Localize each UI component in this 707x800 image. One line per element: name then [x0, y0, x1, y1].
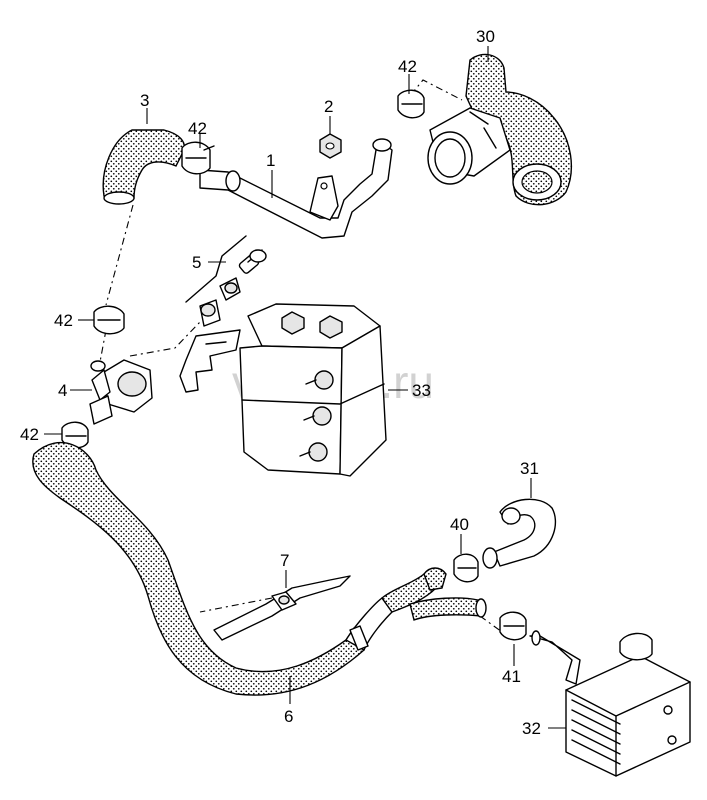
control-unit-part-33	[239, 303, 387, 477]
pump-part-4	[89, 359, 153, 425]
callout-40: 40	[450, 515, 469, 534]
callout-1: 1	[266, 151, 275, 170]
callout-32: 32	[522, 719, 541, 738]
callout-7: 7	[280, 551, 289, 570]
clamp-part-42-upper-right	[397, 89, 425, 119]
hose-part-3	[102, 129, 186, 205]
callout-labels: 1 2 3 4 5 6 7 30 31 32 33 40 41 42 42 42…	[20, 27, 541, 738]
nut-part-2	[319, 133, 342, 159]
pipe-part-1	[199, 138, 393, 239]
callout-6: 6	[284, 707, 293, 726]
hose-part-31	[482, 498, 557, 569]
callout-4: 4	[58, 381, 67, 400]
callout-30: 30	[476, 27, 495, 46]
clamp-part-42-upper-left	[181, 141, 215, 175]
mount-part-5	[185, 235, 267, 327]
callout-2: 2	[324, 97, 333, 116]
hose-part-6	[32, 442, 487, 696]
clamp-part-40	[453, 553, 479, 583]
callout-3: 3	[140, 91, 149, 110]
hose-part-30	[427, 53, 572, 206]
callout-42b: 42	[398, 57, 417, 76]
callout-42a: 42	[188, 119, 207, 138]
oil-cooler-part-32	[529, 630, 691, 777]
callout-42c: 42	[54, 311, 73, 330]
cable-tie-part-7	[213, 575, 351, 641]
callout-42d: 42	[20, 425, 39, 444]
clamp-part-42-middle	[93, 305, 125, 335]
leader-lines	[44, 46, 566, 729]
callout-31: 31	[520, 459, 539, 478]
callout-41: 41	[502, 667, 521, 686]
bracket-plate	[179, 329, 241, 393]
clamp-part-41	[499, 611, 527, 641]
callout-33: 33	[412, 381, 431, 400]
callout-5: 5	[192, 253, 201, 272]
